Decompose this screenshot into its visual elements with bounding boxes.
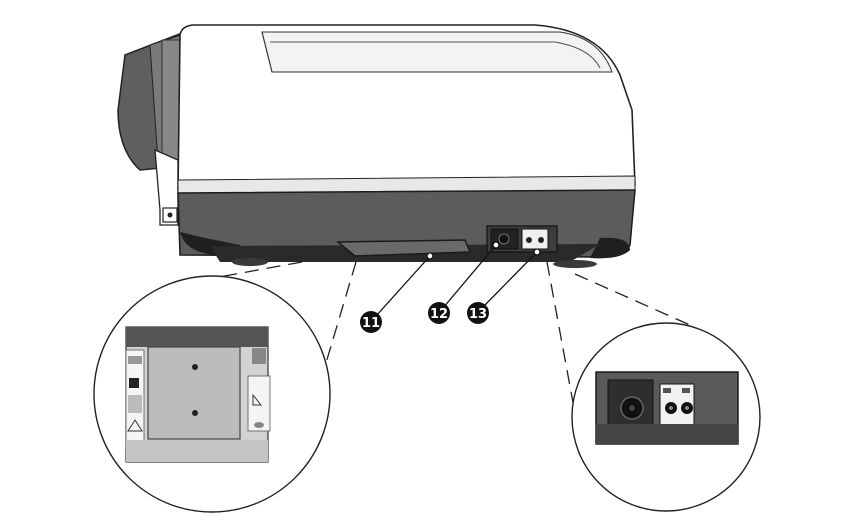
magnified-view-panel xyxy=(93,275,331,513)
callout-12-label: 12 xyxy=(430,307,448,322)
zoom-lines-right xyxy=(546,261,691,409)
bottom-access-panel xyxy=(335,239,472,257)
callout-12: 12 xyxy=(428,302,450,324)
mount-bracket xyxy=(154,148,179,226)
device-base xyxy=(177,189,636,268)
callout-13-label: 13 xyxy=(469,307,487,322)
screw-icon xyxy=(192,364,198,370)
callout-11: 11 xyxy=(360,311,382,333)
magnified-view-ports xyxy=(571,322,761,512)
callout-11-label: 11 xyxy=(362,316,380,331)
warning-triangle-icon xyxy=(127,419,143,432)
hdmi-port-left xyxy=(526,237,532,243)
device-body xyxy=(177,24,636,196)
screw-icon xyxy=(192,410,198,416)
hdmi-port-right xyxy=(538,237,544,243)
callout-13: 13 xyxy=(467,302,489,324)
dc-power-jack xyxy=(498,233,510,245)
leader-lines xyxy=(375,241,541,317)
